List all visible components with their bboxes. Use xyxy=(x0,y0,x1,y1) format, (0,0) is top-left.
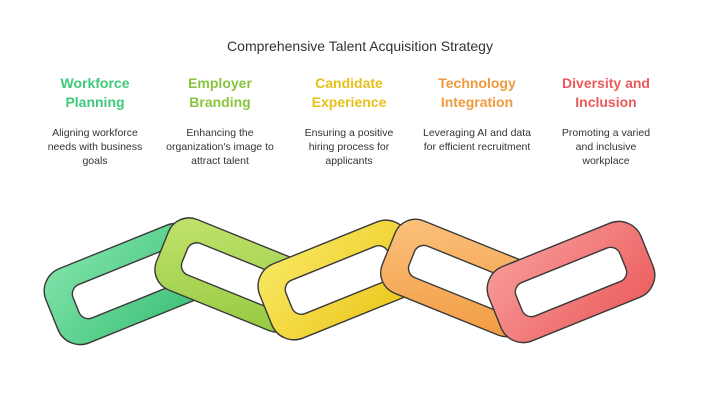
column-workforce-planning: Workforce Planning Aligning workforce ne… xyxy=(31,74,159,168)
column-description: Ensuring a positive hiring process for a… xyxy=(304,127,394,167)
column-heading: Technology Integration xyxy=(413,74,541,112)
column-heading-line2: Planning xyxy=(65,94,125,110)
column-heading-line1: Candidate xyxy=(315,75,383,91)
column-heading-line1: Workforce xyxy=(60,75,130,91)
column-description: Enhancing the organization's image to at… xyxy=(166,127,274,167)
column-heading-line2: Branding xyxy=(189,94,251,110)
column-diversity-inclusion: Diversity and Inclusion Promoting a vari… xyxy=(542,74,670,168)
column-candidate-experience: Candidate Experience Ensuring a positive… xyxy=(285,74,413,168)
column-heading-line1: Technology xyxy=(438,75,516,91)
diagram-title: Comprehensive Talent Acquisition Strateg… xyxy=(227,38,493,54)
column-employer-branding: Employer Branding Enhancing the organiza… xyxy=(156,74,284,168)
column-heading-line2: Experience xyxy=(311,94,387,110)
column-heading: Diversity and Inclusion xyxy=(542,74,670,112)
column-description: Leveraging AI and data for efficient rec… xyxy=(423,127,532,153)
chain-link-diversity-inclusion xyxy=(486,220,656,344)
column-heading-line2: Inclusion xyxy=(575,94,637,110)
column-heading-line1: Diversity and xyxy=(562,75,650,91)
column-heading: Workforce Planning xyxy=(31,74,159,112)
column-heading-line1: Employer xyxy=(188,75,252,91)
column-description: Aligning workforce needs with business g… xyxy=(47,127,143,167)
column-heading-line2: Integration xyxy=(440,94,514,110)
column-heading: Candidate Experience xyxy=(285,74,413,112)
column-technology-integration: Technology Integration Leveraging AI and… xyxy=(413,74,541,154)
column-description: Promoting a varied and inclusive workpla… xyxy=(561,127,651,167)
column-heading: Employer Branding xyxy=(156,74,284,112)
